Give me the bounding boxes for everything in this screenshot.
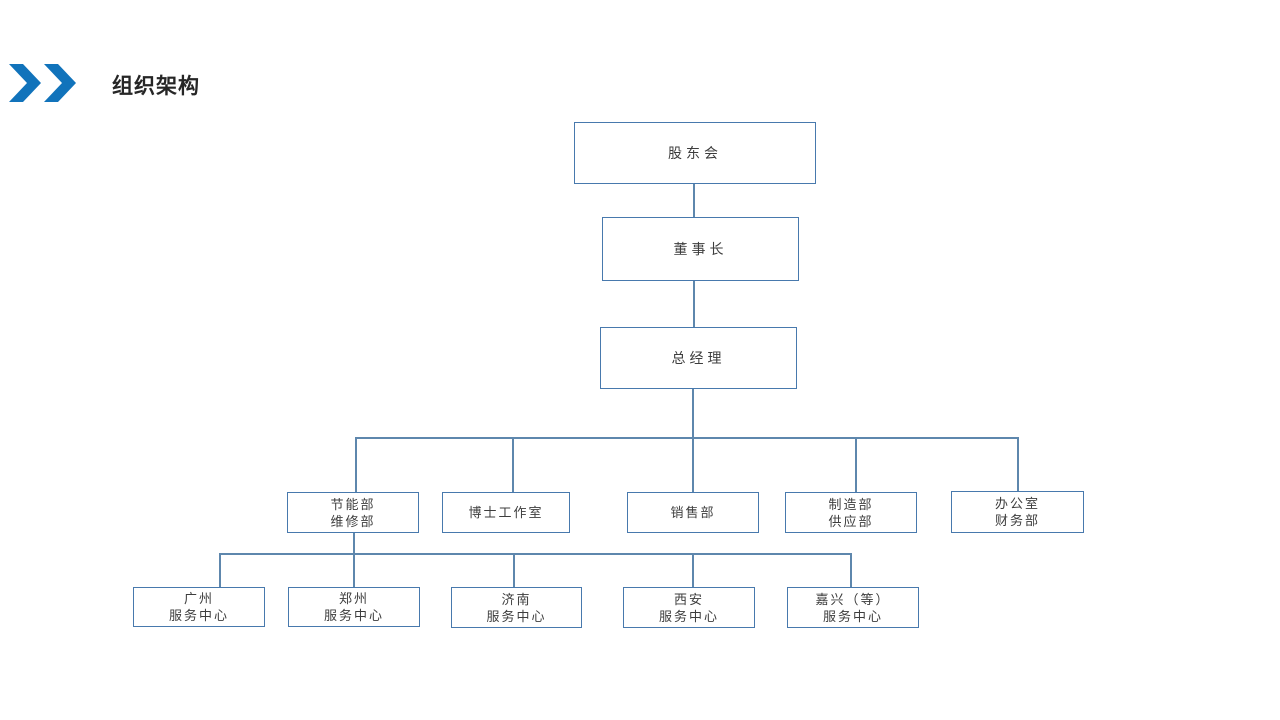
org-node-manufacturing-supply-dept: 制造部 供应部 xyxy=(785,492,917,533)
org-node-shareholders: 股东会 xyxy=(574,122,816,184)
connector-line xyxy=(692,553,694,587)
org-node-label: 供应部 xyxy=(828,513,874,529)
connector-line xyxy=(1017,437,1019,491)
org-node-label: 广州 xyxy=(183,591,214,606)
org-node-jinan-service-center: 济南 服务中心 xyxy=(451,587,582,628)
connector-line xyxy=(219,553,221,587)
org-node-label: 董事长 xyxy=(673,241,728,257)
connector-line xyxy=(855,437,857,492)
org-node-label: 嘉兴（等） xyxy=(815,591,891,607)
connector-line xyxy=(355,437,357,492)
org-node-label: 制造部 xyxy=(828,496,874,512)
connector-line xyxy=(353,553,355,587)
org-node-doctor-studio: 博士工作室 xyxy=(442,492,570,533)
org-node-label: 西安 xyxy=(673,591,704,607)
org-node-label: 服务中心 xyxy=(486,608,547,624)
org-node-label: 博士工作室 xyxy=(468,505,544,520)
connector-line xyxy=(355,437,1018,439)
org-node-chairman: 董事长 xyxy=(602,217,799,281)
org-node-zhengzhou-service-center: 郑州 服务中心 xyxy=(288,587,420,627)
org-node-label: 维修部 xyxy=(330,513,376,529)
org-node-general-manager: 总经理 xyxy=(600,327,797,389)
page-title: 组织架构 xyxy=(112,75,200,98)
connector-line xyxy=(692,389,694,437)
org-node-label: 济南 xyxy=(501,591,532,607)
org-node-label: 办公室 xyxy=(994,496,1040,511)
org-node-guangzhou-service-center: 广州 服务中心 xyxy=(133,587,265,627)
connector-line xyxy=(219,553,851,555)
org-node-label: 总经理 xyxy=(671,350,726,366)
connector-line xyxy=(693,281,695,327)
org-node-label: 郑州 xyxy=(338,591,369,606)
connector-line xyxy=(513,553,515,587)
org-node-energy-maintenance-dept: 节能部 维修部 xyxy=(287,492,419,533)
connector-line xyxy=(692,437,694,492)
org-node-label: 财务部 xyxy=(994,513,1040,528)
connector-line xyxy=(693,184,695,217)
org-node-label: 股东会 xyxy=(668,145,722,161)
double-chevron-icon xyxy=(9,64,76,102)
org-node-label: 服务中心 xyxy=(822,608,883,624)
org-node-jiaxing-service-center: 嘉兴（等） 服务中心 xyxy=(787,587,919,628)
org-node-office-finance-dept: 办公室 财务部 xyxy=(951,491,1084,533)
connector-line xyxy=(353,532,355,554)
connector-line xyxy=(850,553,852,587)
org-node-label: 服务中心 xyxy=(658,608,719,624)
org-node-label: 服务中心 xyxy=(168,608,229,623)
org-node-xian-service-center: 西安 服务中心 xyxy=(623,587,755,628)
org-node-label: 销售部 xyxy=(670,505,716,520)
connector-line xyxy=(512,437,514,492)
org-node-sales-dept: 销售部 xyxy=(627,492,759,533)
org-node-label: 节能部 xyxy=(330,496,376,512)
org-node-label: 服务中心 xyxy=(323,608,384,623)
